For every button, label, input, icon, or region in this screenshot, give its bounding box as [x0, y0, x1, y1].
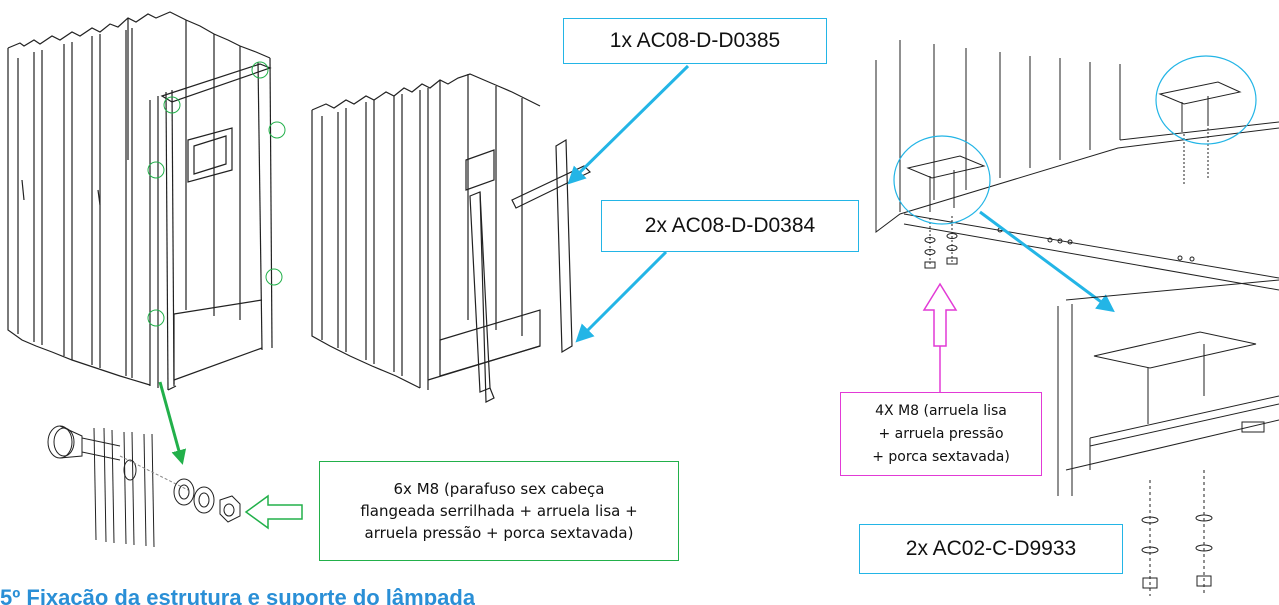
fastener-note-nuts-line2: + arruela pressão — [878, 425, 1004, 442]
fastener-note-bolts-line2: flangeada serrilhada + arruela lisa + — [360, 502, 638, 520]
part-label-d0385: 1x AC08-D-D0385 — [563, 18, 827, 64]
part-label-d9933: 2x AC02-C-D9933 — [859, 524, 1123, 574]
green-pointer-arrow — [158, 381, 187, 465]
fastener-note-nuts: 4X M8 (arruela lisa + arruela pressão + … — [840, 392, 1042, 476]
cabinet-frame-exploded — [311, 73, 592, 403]
fastener-note-bolts: 6x M8 (parafuso sex cabeça flangeada ser… — [319, 461, 679, 561]
fastener-note-bolts-line1: 6x M8 (parafuso sex cabeça — [393, 480, 605, 498]
fastener-note-nuts-line3: + porca sextavada) — [872, 448, 1010, 465]
fixing-point-circles — [147, 61, 286, 327]
pink-hollow-arrow-icon — [922, 282, 958, 347]
green-hollow-arrow-icon — [244, 494, 303, 530]
base-bracket-detail — [875, 40, 1279, 291]
fastener-note-nuts-line1: 4X M8 (arruela lisa — [875, 402, 1007, 419]
fastener-note-bolts-line3: arruela pressão + porca sextavada) — [364, 524, 634, 542]
bracket-highlight-circles — [893, 55, 1257, 225]
part-label-d0384: 2x AC08-D-D0384 — [601, 200, 859, 252]
cabinet-frame-assembled — [7, 11, 273, 391]
part-label-d0385-text: 1x AC08-D-D0385 — [609, 29, 781, 52]
blue-pointer-arrow-d0384 — [575, 250, 668, 343]
part-label-d0384-text: 2x AC08-D-D0384 — [644, 214, 816, 237]
section-title: 5º Fixação da estrutura e suporte do lâm… — [0, 585, 476, 605]
blue-pointer-arrow-bracket — [979, 210, 1115, 313]
bolt-detail — [47, 425, 241, 548]
base-zoom-detail — [1057, 279, 1279, 596]
blue-pointer-arrow-d0385 — [567, 64, 690, 185]
part-label-d9933-text: 2x AC02-C-D9933 — [905, 537, 1077, 560]
